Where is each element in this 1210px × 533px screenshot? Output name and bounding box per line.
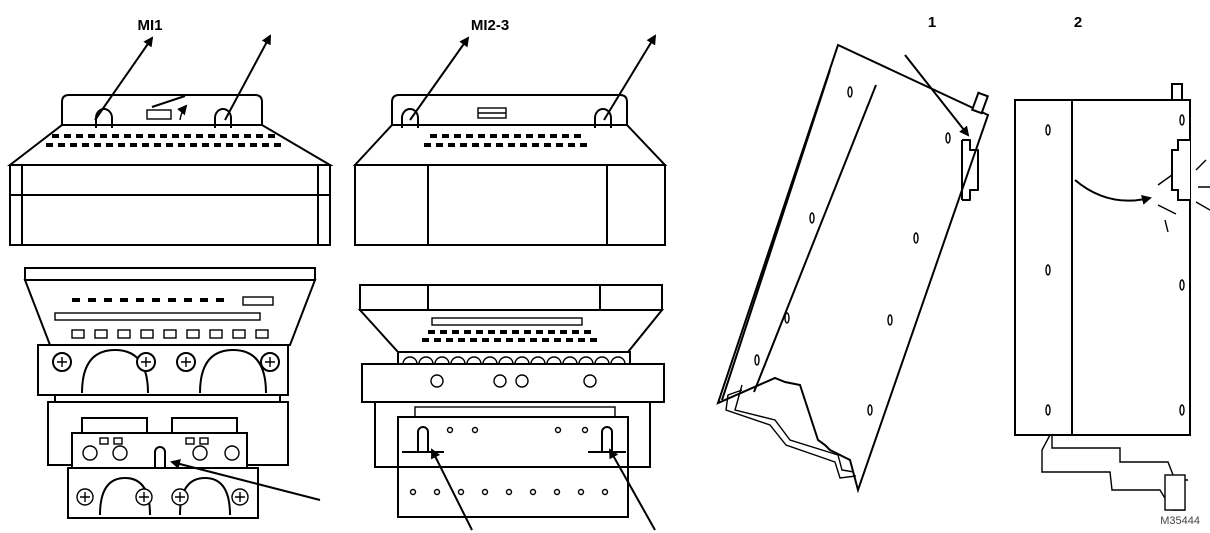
din-rail-step-1 [716, 43, 990, 494]
label-step-1: 1 [928, 14, 936, 31]
figure-code: M35444 [1160, 515, 1200, 527]
mi2-3-top-view [352, 34, 668, 246]
mi1-bottom-view [23, 267, 321, 519]
label-step-2: 2 [1074, 14, 1082, 31]
din-rail-step-2 [1014, 83, 1210, 511]
mi1-top-view [7, 34, 334, 246]
mi2-3-bottom-view [357, 284, 665, 531]
label-mi2-3: MI2-3 [471, 17, 509, 34]
label-mi1: MI1 [137, 17, 162, 34]
